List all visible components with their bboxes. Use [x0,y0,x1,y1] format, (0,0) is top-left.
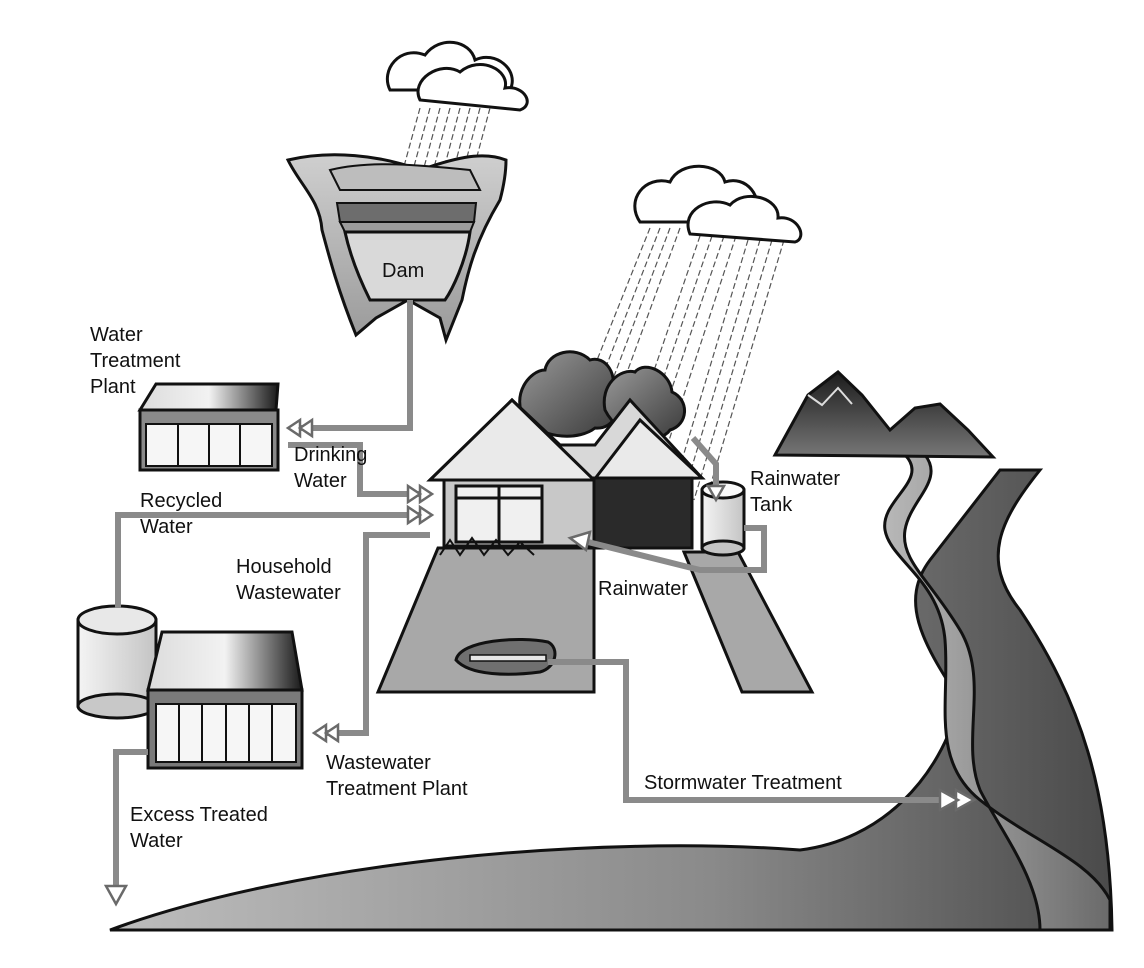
label-dam: Dam [382,260,425,282]
label-excess-treated-water: Excess Treated Water [130,804,268,852]
arrow-recycled [406,504,435,526]
dam-icon [285,153,508,345]
arrow-wastewater [311,722,340,744]
stormwater-drain-icon [454,637,557,676]
excess-treated-water-flow [113,749,148,892]
cloud-icon-top [385,40,529,112]
label-household-wastewater: Household Wastewater [236,556,341,604]
cloud-icon-house [633,164,803,244]
wastewater-treatment-plant-icon [146,630,304,770]
arrow-drinking [406,483,435,505]
arrow-to-treatment [285,417,314,439]
arrow-stormwater [938,787,977,813]
house [426,397,706,557]
arrow-excess [103,884,129,907]
river [883,453,1112,932]
label-recycled-water: Recycled Water [140,490,223,538]
recycled-water-flow [115,512,420,608]
flow-lines [113,300,950,892]
roof-to-tank-flow [690,436,719,494]
trees [518,350,686,440]
label-stormwater-treatment: Stormwater Treatment [644,772,842,794]
dam-to-treatment-flow [290,300,413,431]
arrow-rainwater [567,530,592,553]
recycled-water-tank-icon [76,604,158,720]
label-rainwater: Rainwater [598,578,689,600]
label-rainwater-tank: Rainwater Tank [750,468,841,516]
rainwater-flow [579,525,767,573]
label-wastewater-treatment-plant: Wastewater Treatment Plant [326,752,468,800]
label-water-treatment-plant: Water Treatment Plant [90,324,181,398]
drinking-water-flow [288,442,420,497]
flow-arrows [103,417,977,907]
arrow-roof-tank [705,484,727,503]
rainwater-tank-icon [700,480,746,557]
water-treatment-plant-icon [137,382,280,472]
ground [109,468,1114,932]
mountains [772,370,997,459]
household-wastewater-flow [318,532,430,736]
label-drinking-water: Drinking Water [294,444,368,492]
stormwater-flow [548,659,950,803]
